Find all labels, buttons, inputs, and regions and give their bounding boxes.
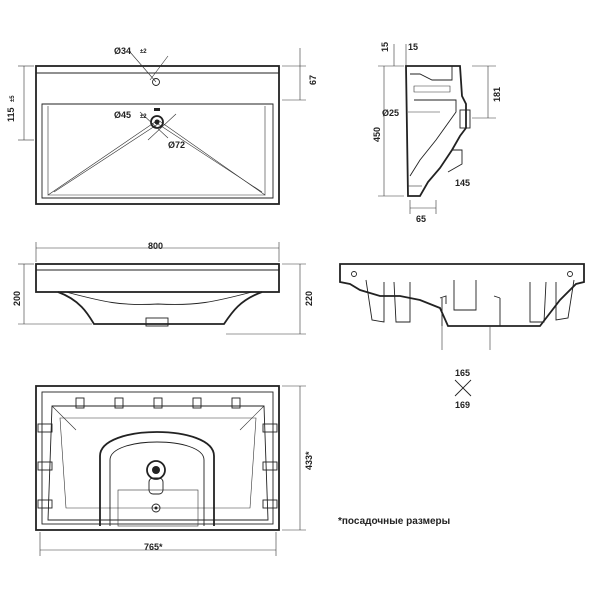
footnote: *посадочные размеры (338, 516, 451, 527)
svg-text:±2: ±2 (140, 49, 147, 55)
svg-text:±5: ±5 (10, 95, 16, 102)
dim-15a: 15 (380, 42, 390, 52)
mounting-hole-left (351, 271, 357, 277)
mount-lug-1 (75, 397, 85, 409)
cross-detail: 165 169 (454, 368, 472, 410)
drain-center (154, 119, 160, 125)
dim-181: 181 (492, 87, 502, 102)
top-view-basin-rim (41, 103, 274, 199)
top-view-basin-slope (47, 106, 266, 196)
mount-lug-3 (153, 397, 163, 409)
dim-hole-small: Ø34 (114, 46, 131, 56)
dim-right: 67 (308, 75, 318, 85)
dim-height-200: 200 (12, 291, 22, 306)
side-view: 450 15 15 181 Ø25 145 65 (372, 42, 502, 224)
waste-outlet (447, 149, 463, 173)
top-view: Ø34 ±2 Ø45 ±2 Ø72 115 ±5 67 (6, 46, 318, 205)
mount-lug-5 (231, 397, 241, 409)
overflow-connector (459, 109, 471, 129)
bottom-view-bowl (99, 431, 215, 526)
tap-hole (152, 78, 160, 86)
dim-height-220: 220 (304, 291, 314, 306)
mount-lug-4 (192, 397, 202, 409)
top-view-outline (35, 65, 280, 205)
front-view-drain (145, 317, 169, 327)
dim-65: 65 (416, 214, 426, 224)
dim-145: 145 (455, 178, 470, 188)
detail-upper: 165 (455, 368, 470, 378)
bottom-drain-neck (148, 477, 164, 495)
dim-depth: 450 (372, 127, 382, 142)
front-view-rim (35, 263, 280, 293)
dim-left: 115 (6, 107, 16, 122)
dim-width-800: 800 (148, 241, 163, 251)
rear-view-centre-rib (453, 280, 477, 311)
dim-ring: Ø72 (168, 140, 185, 150)
dim-seat-height: 433* (304, 451, 314, 470)
detail-lower: 169 (455, 400, 470, 410)
rear-view (339, 263, 585, 350)
front-view: 800 200 220 (12, 241, 314, 335)
side-view-outline (405, 65, 467, 197)
bottom-view: 433* 765* (35, 385, 314, 556)
rear-view-outline (339, 263, 585, 327)
dim-15b: 15 (408, 42, 418, 52)
dim-diam-25: Ø25 (382, 108, 399, 118)
mount-lug-2 (114, 397, 124, 409)
overflow-slot (154, 108, 160, 111)
svg-text:±2: ±2 (140, 114, 147, 120)
front-view-bowl (57, 291, 263, 325)
dim-seat-width: 765* (144, 542, 163, 552)
mounting-hole-right (567, 271, 573, 277)
bottom-view-inner-frame (47, 405, 269, 521)
dim-hole-large: Ø45 (114, 110, 131, 120)
bottom-tap-hole (151, 503, 161, 513)
side-view-bowl (409, 99, 457, 177)
bottom-view-outline (35, 385, 280, 531)
bottom-drain (146, 460, 166, 480)
